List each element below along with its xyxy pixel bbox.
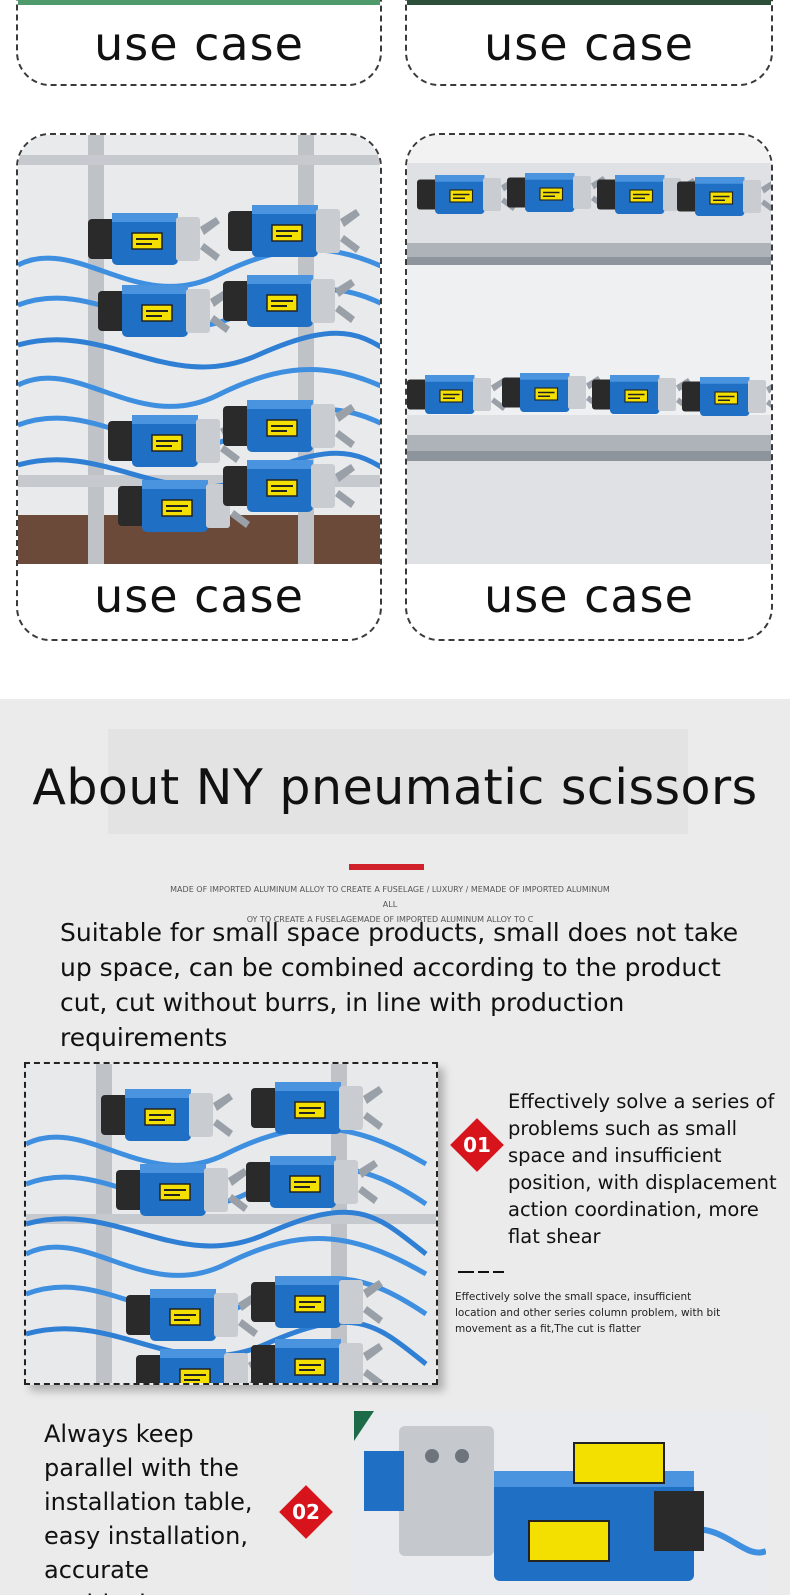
- use-case-photo-2: [407, 0, 771, 5]
- feature-1-photo: [24, 1062, 438, 1385]
- feature-2-photo: [354, 1411, 766, 1595]
- use-case-card-2: use case: [405, 0, 773, 86]
- use-case-photo-1: [18, 0, 380, 5]
- fine-print-line-1: MADE OF IMPORTED ALUMINUM ALLOY TO CREAT…: [170, 885, 610, 909]
- about-section: About NY pneumatic scissors MADE OF IMPO…: [0, 699, 790, 1595]
- use-case-card-3: use case: [16, 133, 382, 641]
- use-case-caption-1: use case: [94, 17, 304, 71]
- about-title: About NY pneumatic scissors: [32, 759, 758, 816]
- use-case-caption-4: use case: [484, 569, 694, 623]
- use-case-card-1: use case: [16, 0, 382, 86]
- fine-print: MADE OF IMPORTED ALUMINUM ALLOY TO CREAT…: [170, 882, 610, 927]
- title-accent-bar: [349, 864, 424, 870]
- use-case-photo-4: [407, 135, 771, 564]
- about-intro: Suitable for small space products, small…: [60, 918, 739, 1052]
- use-case-photo-3: [18, 135, 380, 564]
- feature-1-subtext: Effectively solve the small space, insuf…: [455, 1291, 721, 1335]
- feature-2-text: Always keep parallel with the installati…: [44, 1420, 253, 1595]
- fine-print-line-2: OY TO CREATE A FUSELAGEMADE OF IMPORTED …: [246, 915, 534, 924]
- title-backdrop: [108, 729, 688, 834]
- use-case-caption-3: use case: [94, 569, 304, 623]
- badge-02-number: 02: [292, 1500, 320, 1524]
- use-case-card-4: use case: [405, 133, 773, 641]
- use-case-caption-2: use case: [484, 17, 694, 71]
- dash-divider: [458, 1271, 504, 1273]
- badge-01-number: 01: [463, 1133, 491, 1157]
- feature-1-text: Effectively solve a series of problems s…: [508, 1090, 777, 1248]
